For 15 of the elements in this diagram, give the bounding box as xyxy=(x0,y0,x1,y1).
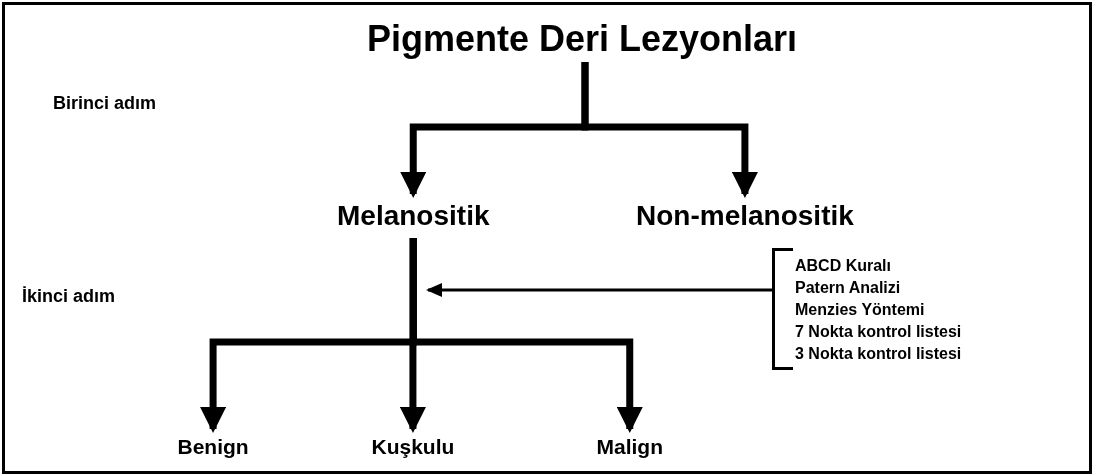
method-item: Patern Analizi xyxy=(795,278,902,298)
step-label: İkinci adım xyxy=(22,286,116,307)
outcome-label: Kuşkulu xyxy=(371,435,455,459)
category-label: Melanositik xyxy=(337,200,490,232)
method-item: 3 Nokta kontrol listesi xyxy=(795,344,962,364)
outcome-label: Malign xyxy=(596,435,663,459)
category-label: Non-melanositik xyxy=(636,200,854,232)
method-item: 7 Nokta kontrol listesi xyxy=(795,322,962,342)
method-item: ABCD Kuralı xyxy=(795,256,892,276)
step-label: Birinci adım xyxy=(53,93,157,114)
outcome-label: Benign xyxy=(177,435,249,459)
method-list xyxy=(772,248,962,370)
diagram-title: Pigmente Deri Lezyonları xyxy=(367,18,798,60)
arrow xyxy=(426,283,772,297)
method-item: Menzies Yöntemi xyxy=(795,300,926,320)
